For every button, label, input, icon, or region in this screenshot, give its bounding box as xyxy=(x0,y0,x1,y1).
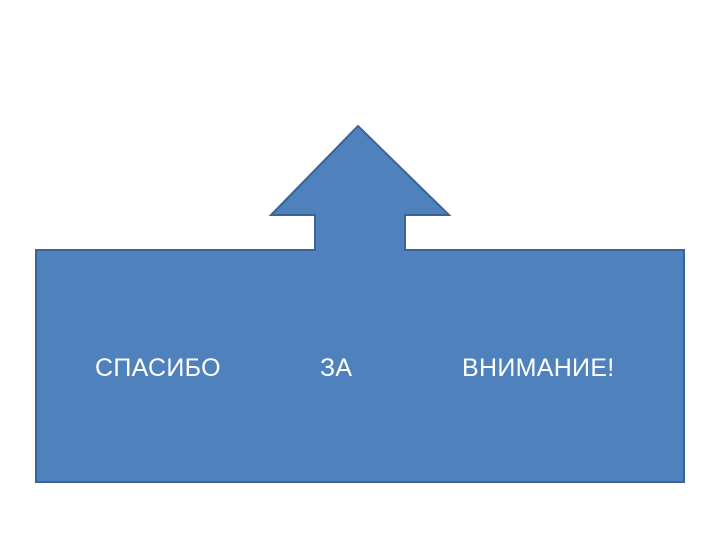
attention-word: ВНИМАНИЕ! xyxy=(462,354,615,382)
callout-body xyxy=(35,124,685,483)
thanks-word: СПАСИБО xyxy=(95,354,221,382)
for-word: ЗА xyxy=(320,354,353,382)
